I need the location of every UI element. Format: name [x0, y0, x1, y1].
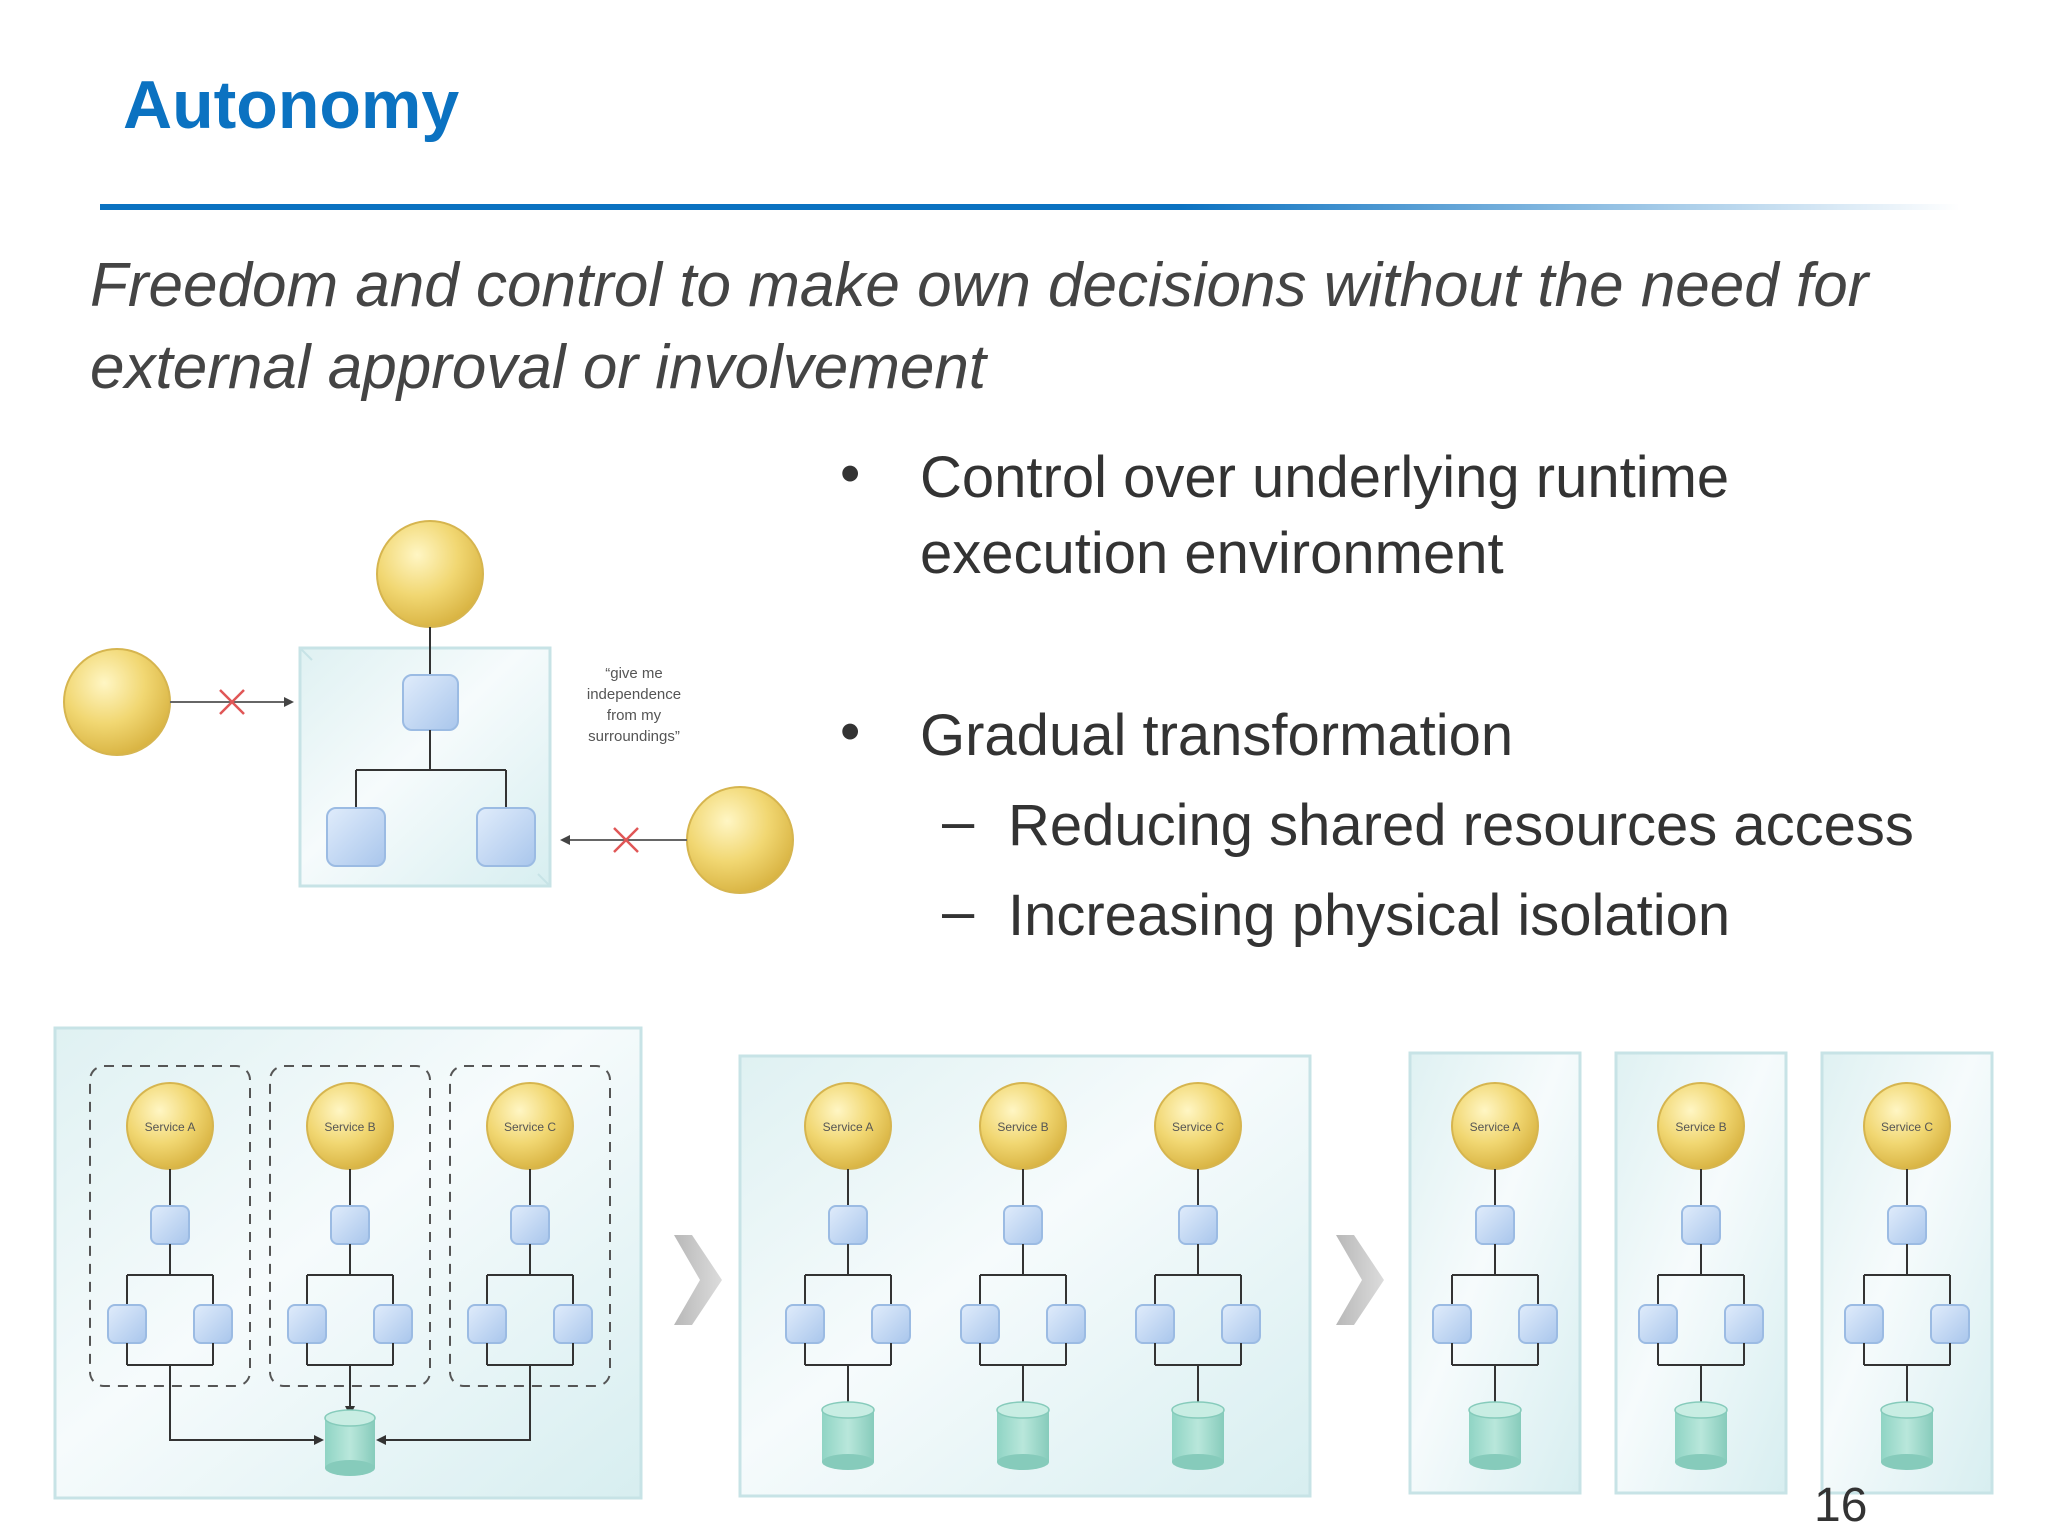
- service-consumer-sphere: [376, 520, 484, 628]
- component-cube: [373, 1304, 413, 1344]
- component-cube: [326, 807, 386, 867]
- service-logic-cube: [1681, 1205, 1721, 1245]
- blocked-arrow-right: [560, 827, 687, 853]
- subbullet-item-physical-isolation: Increasing physical isolation: [1008, 883, 1731, 948]
- component-cube: [476, 807, 536, 867]
- transition-arrow-icon: [674, 1235, 722, 1325]
- component-cube: [1432, 1304, 1472, 1344]
- transition-arrow-icon: [1336, 1235, 1384, 1325]
- quote-line: “give me: [605, 665, 663, 682]
- component-cube: [1724, 1304, 1764, 1344]
- service-label: Service C: [504, 1120, 556, 1134]
- service-logic-cube: [150, 1205, 190, 1245]
- subbullet-marker: –: [942, 879, 975, 944]
- slide-subtitle: Freedom and control to make own decision…: [90, 251, 1869, 402]
- quote-line: surroundings”: [588, 728, 680, 745]
- component-cube: [467, 1304, 507, 1344]
- database-icon: [821, 1401, 875, 1470]
- component-cube: [1135, 1304, 1175, 1344]
- stage-isolated-environments: Service A Service B: [1408, 1051, 1994, 1495]
- service-label: Service A: [145, 1120, 196, 1134]
- service-logic-cube: [510, 1205, 550, 1245]
- service-label: Service B: [997, 1120, 1048, 1134]
- component-cube: [871, 1304, 911, 1344]
- component-cube: [1638, 1304, 1678, 1344]
- external-consumer-sphere-right: [686, 786, 794, 894]
- autonomy-concept-diagram: “give me independence from my surroundin…: [63, 520, 794, 894]
- database-icon: [1880, 1401, 1934, 1470]
- database-icon: [1171, 1401, 1225, 1470]
- component-cube: [1046, 1304, 1086, 1344]
- service-label: Service C: [1172, 1120, 1224, 1134]
- component-cube: [785, 1304, 825, 1344]
- service-label: Service B: [324, 1120, 375, 1134]
- service-logic-cube: [1475, 1205, 1515, 1245]
- page-number: 16: [1814, 1479, 1868, 1532]
- service-label: Service A: [1470, 1120, 1521, 1134]
- title-divider: [100, 204, 1960, 210]
- database-icon: [1674, 1401, 1728, 1470]
- service-logic-cube: [828, 1205, 868, 1245]
- bullet-item-gradual-transformation: Gradual transformation: [920, 703, 1514, 768]
- stage-shared-database: Service A Service B: [53, 1026, 643, 1500]
- component-cube: [1930, 1304, 1970, 1344]
- service-logic-cube: [1887, 1205, 1927, 1245]
- service-label: Service C: [1881, 1120, 1933, 1134]
- service-logic-cube: [1003, 1205, 1043, 1245]
- stage-dedicated-databases: Service A Service B: [738, 1054, 1312, 1498]
- subbullet-marker: –: [942, 789, 975, 854]
- shared-database-icon: [324, 1409, 376, 1476]
- component-cube: [1518, 1304, 1558, 1344]
- blocked-arrow-left: [170, 689, 294, 715]
- component-cube: [1844, 1304, 1884, 1344]
- component-cube: [193, 1304, 233, 1344]
- bullet-marker: •: [840, 699, 861, 764]
- service-label: Service B: [1675, 1120, 1726, 1134]
- service-label: Service A: [823, 1120, 874, 1134]
- bullet-item-runtime-control: Control over underlying runtime executio…: [920, 445, 1730, 586]
- service-logic-cube: [330, 1205, 370, 1245]
- component-cube: [1221, 1304, 1261, 1344]
- bullet-marker: •: [840, 441, 861, 506]
- external-consumer-sphere-left: [63, 648, 171, 756]
- component-cube: [960, 1304, 1000, 1344]
- quote-line: from my: [607, 707, 662, 724]
- database-icon: [1468, 1401, 1522, 1470]
- service-logic-cube: [1178, 1205, 1218, 1245]
- slide-title: Autonomy: [123, 67, 460, 143]
- database-icon: [996, 1401, 1050, 1470]
- component-cube: [287, 1304, 327, 1344]
- quote-line: independence: [587, 686, 681, 703]
- service-logic-cube: [402, 674, 459, 731]
- component-cube: [107, 1304, 147, 1344]
- component-cube: [553, 1304, 593, 1344]
- subbullet-item-shared-resources: Reducing shared resources access: [1008, 793, 1914, 858]
- gradual-transformation-diagram: Service A Service B: [53, 1026, 1994, 1500]
